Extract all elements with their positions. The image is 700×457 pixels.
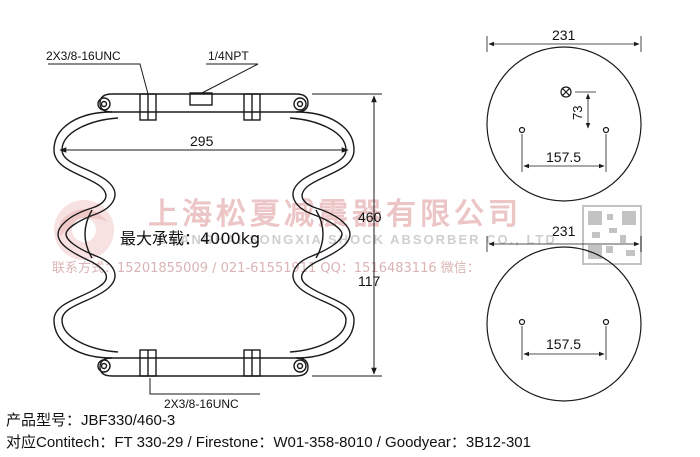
curl-top-right [293, 97, 307, 111]
top-air-port [189, 92, 213, 106]
bottom-plate-spacing-label: 157.5 [546, 336, 581, 352]
cross-reference: 对应Contitech：FT 330-29 / Firestone：W01-35… [6, 434, 531, 451]
bottom-bead-plate [99, 357, 309, 377]
top-plate-air-port-icon [560, 86, 572, 98]
curl-bottom-left [97, 359, 111, 373]
bottom-plate-diameter-label: 231 [552, 223, 576, 239]
dim-height-total-label: 460 [358, 209, 382, 225]
bottom-plate-hole-left [518, 318, 526, 326]
top-plate-circle [486, 46, 642, 202]
top-bead-plate [99, 93, 309, 113]
curl-top-left [97, 97, 111, 111]
top-plate-offset-label: 73 [570, 106, 585, 120]
bottom-plate-hole-right [602, 318, 610, 326]
air-spring-side-view [53, 92, 355, 377]
watermark-company-en: SHANGHAI SONGXIA SHOCK ABSORBER CO., LTD [158, 232, 557, 247]
top-plate-view [486, 36, 642, 202]
top-plate-spacing-label: 157.5 [546, 149, 581, 165]
callout-air-port: 1/4NPT [208, 49, 249, 63]
bellows-outer [53, 111, 355, 359]
company-logo [54, 200, 114, 260]
watermark-contact: 联系方式：15201855009 / 021-61551911 QQ：15164… [52, 260, 480, 276]
curl-bottom-right [293, 359, 307, 373]
girdle-ring [84, 209, 324, 259]
qr-code [582, 205, 642, 265]
product-model: 产品型号：JBF330/460-3 [6, 412, 176, 429]
max-load-label: 最大承载：4000kg [120, 229, 260, 248]
top-plate-diameter-label: 231 [552, 27, 576, 43]
dim-height-min-label: 117 [358, 273, 381, 289]
callout-bottom-stud: 2X3/8-16UNC [164, 397, 239, 411]
side-view-dimensions [48, 63, 382, 395]
bellows-inner [61, 117, 347, 353]
watermark-company-cn: 上海松夏减震器有限公司 [148, 197, 522, 232]
top-plate-hole-right [602, 126, 610, 134]
dim-width-label: 295 [190, 133, 214, 149]
bottom-plate-circle [486, 246, 642, 402]
bottom-plate-view [486, 236, 642, 402]
top-plate-hole-left [518, 126, 526, 134]
callout-top-stud: 2X3/8-16UNC [46, 49, 121, 63]
